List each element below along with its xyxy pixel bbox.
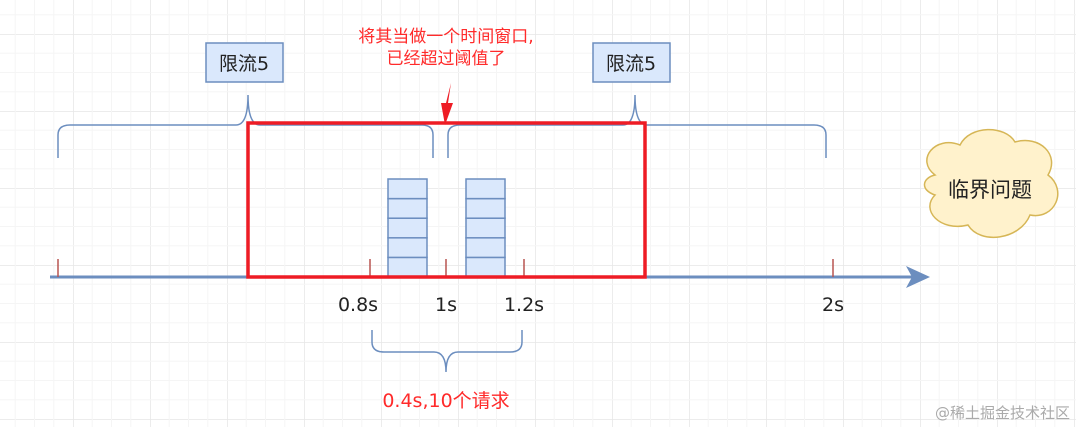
annotation-line-2: 已经超过阈值了 [387,49,506,69]
request-block [465,237,506,259]
critical-issue-cloud [923,128,1059,239]
bottom-brace [371,330,523,373]
tick-label-0.8s: 0.8s [338,294,378,316]
limit-label-left: 限流5 [219,53,269,75]
request-block [465,217,506,239]
request-block [387,237,428,259]
limit-label-right: 限流5 [606,53,656,75]
critical-time-window [246,121,647,279]
axis-ticks [57,259,834,277]
right-window-brace [447,94,827,158]
requests-note: 0.4s,10个请求 [382,390,509,412]
request-block [387,256,428,278]
request-block [465,197,506,219]
annotation-line-1: 将其当做一个时间窗口, [358,27,533,47]
request-stacks [387,178,506,278]
axis-arrow-icon [906,266,930,288]
cloud-label: 临界问题 [948,178,1032,202]
request-block [387,217,428,239]
left-window-brace [57,94,434,158]
limit-box-right [592,42,671,83]
limit-box-left [205,42,284,83]
grid-background [0,0,1076,427]
watermark: @稀土掘金技术社区 [935,404,1070,422]
tick-label-2s: 2s [822,294,844,316]
request-block [465,256,506,278]
request-block [465,178,506,200]
tick-label-1.2s: 1.2s [504,294,544,316]
annotation-arrow-icon [441,83,453,125]
request-block [387,178,428,200]
tick-label-1s: 1s [435,294,457,316]
request-block [387,197,428,219]
